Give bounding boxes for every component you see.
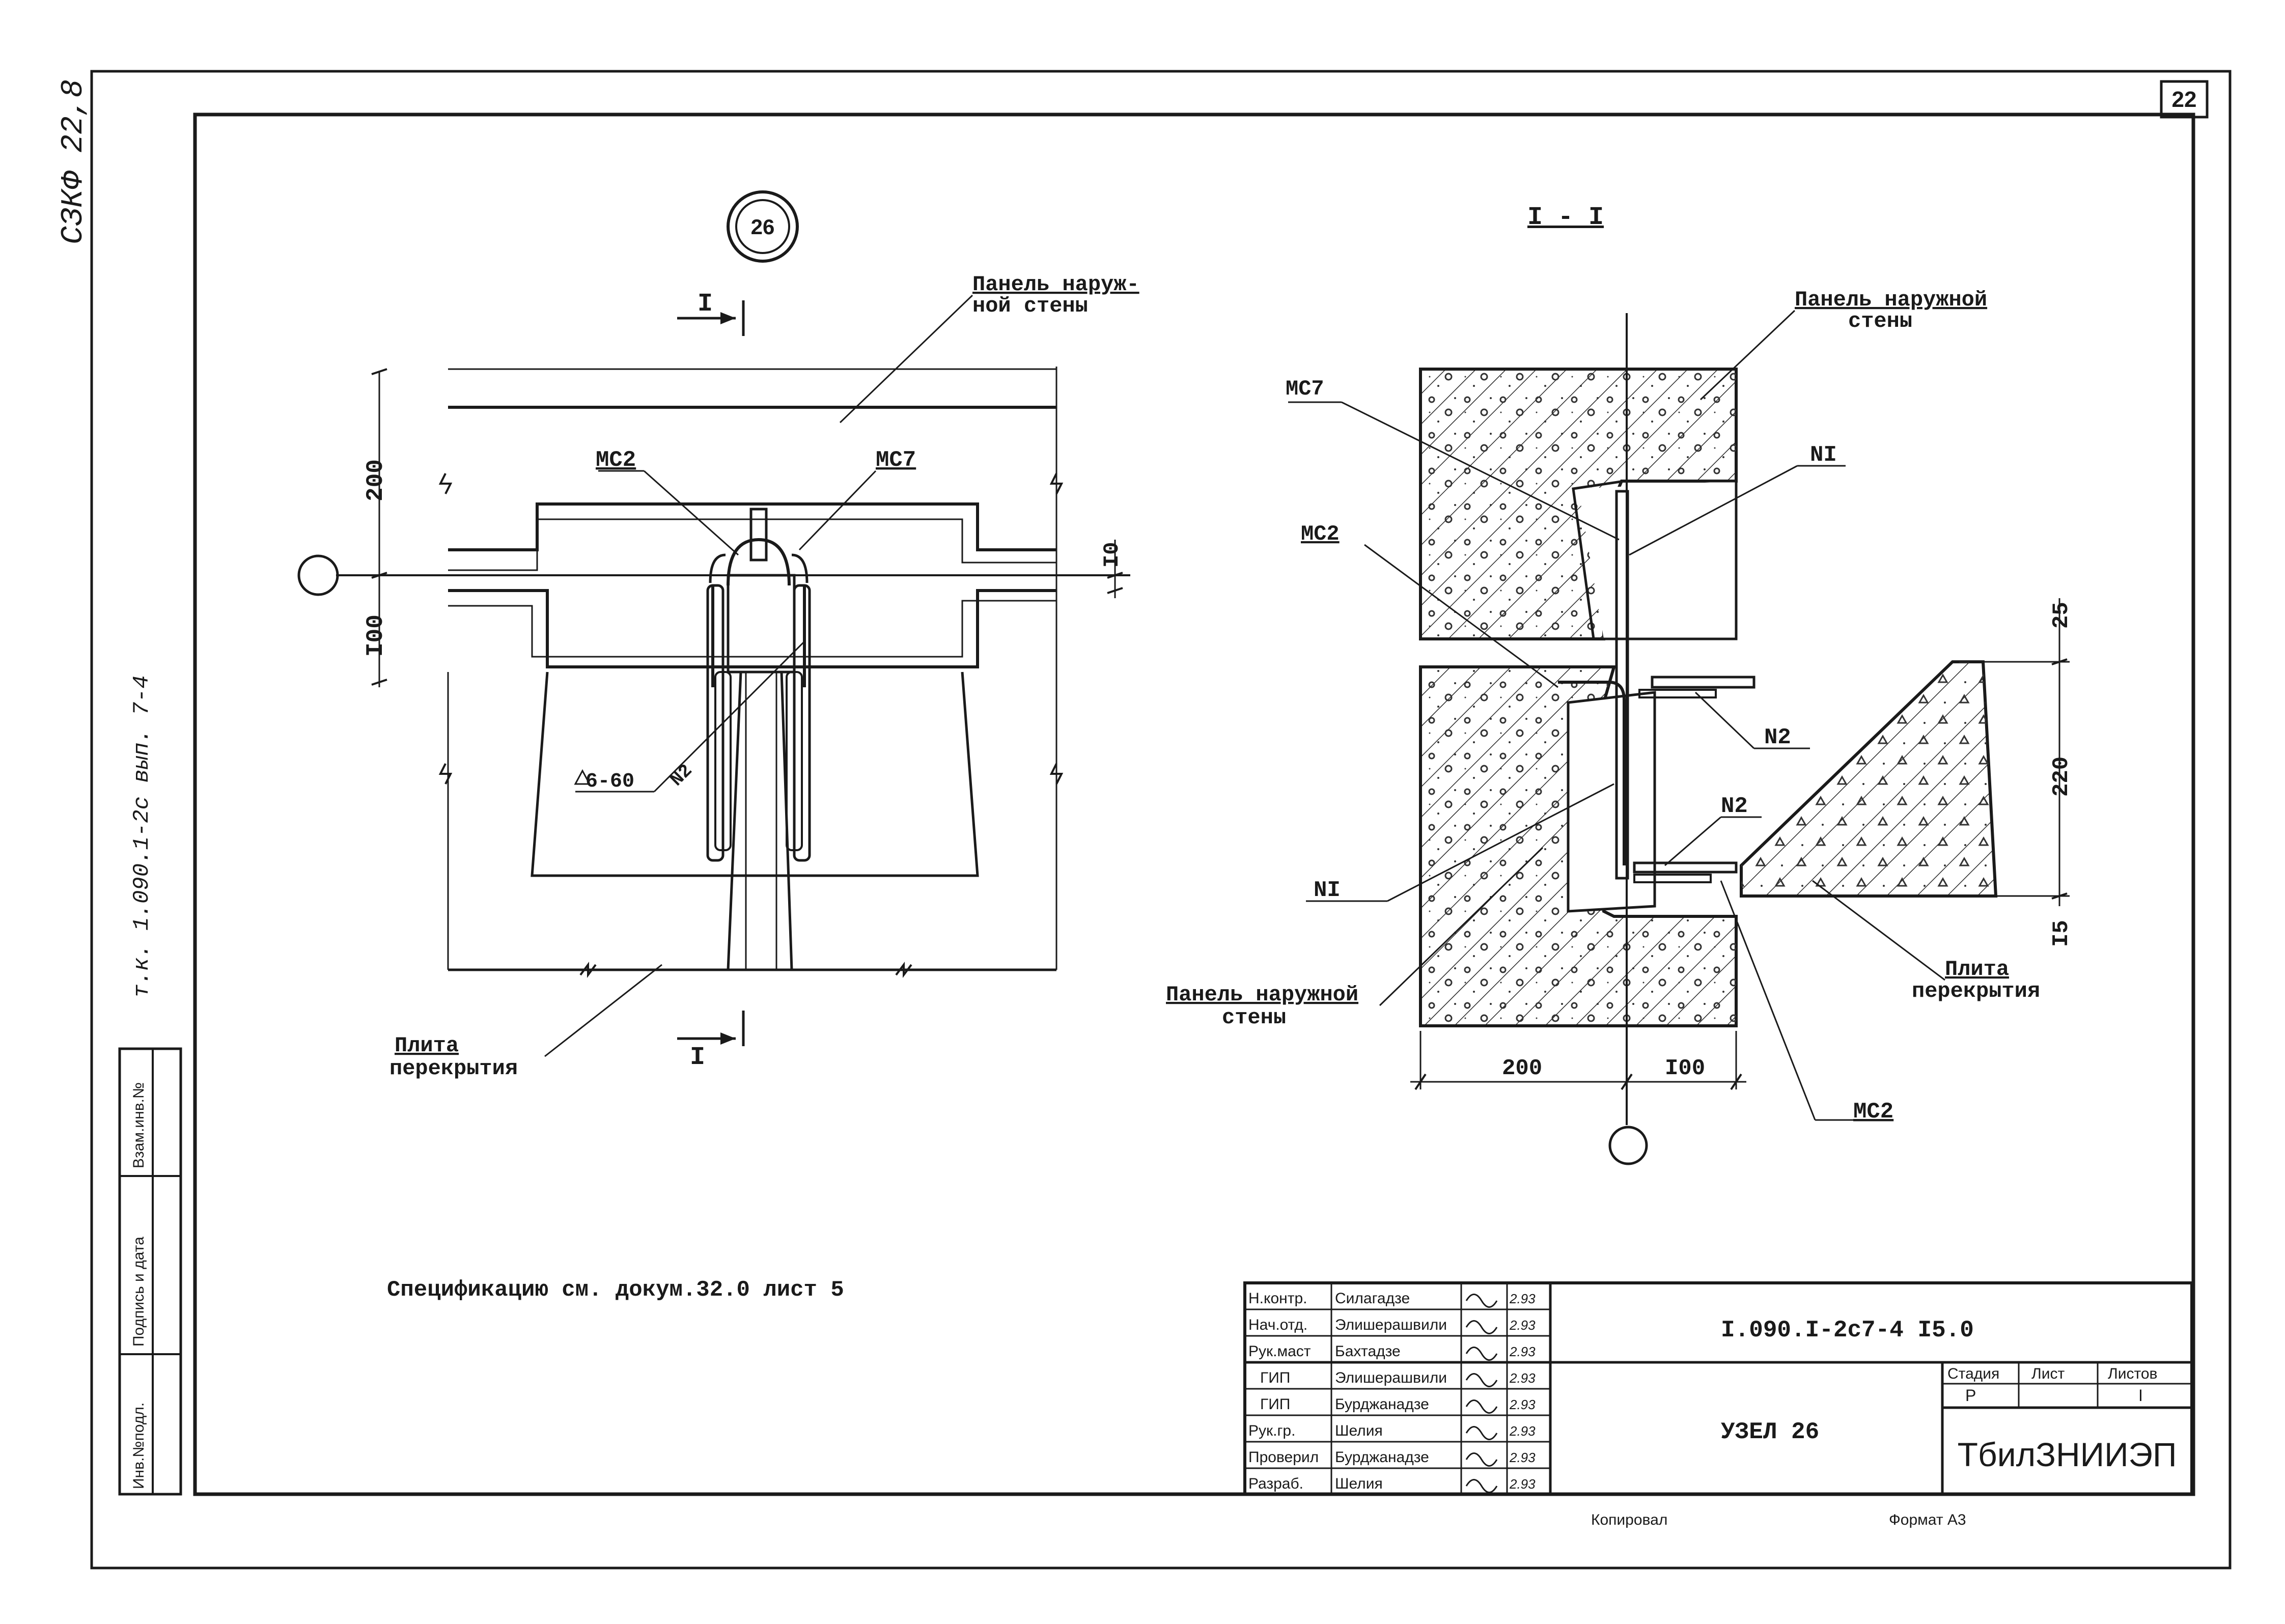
organization: ТбилЗНИИЭП: [1958, 1436, 2177, 1473]
sec-label-wall-top-1: Панель наружной: [1795, 288, 1987, 312]
plan-weld-note: 6-60: [586, 770, 634, 793]
section-mark-bottom: I: [690, 1043, 705, 1072]
title-block: Н.контр. Силагадзе 2.93 Нач.отд. Элишера…: [1243, 1281, 2193, 1496]
sheet-title: УЗЕЛ 26: [1721, 1419, 1819, 1445]
name-7: Шелия: [1335, 1475, 1383, 1492]
signature-0: [1465, 1294, 1498, 1308]
plan-dim-200: 200: [363, 459, 389, 501]
sec-label-slab-1: Плита: [1945, 957, 2009, 982]
sec-dim-15: I5: [2049, 920, 2074, 947]
stamp-inv-label: Инв.№подл.: [130, 1403, 147, 1489]
outer-frame: [90, 70, 2232, 1570]
doc-code: I.090.I-2с7-4 I5.0: [1721, 1317, 1974, 1343]
role-1: Нач.отд.: [1248, 1317, 1307, 1333]
sheets-total-value: I: [2138, 1386, 2143, 1405]
node-number: 26: [751, 215, 775, 239]
hdr-sheet: Лист: [2031, 1365, 2065, 1382]
sec-dim-200: 200: [1502, 1056, 1542, 1081]
plan-weld-ref: N2: [666, 760, 697, 791]
plan-dim-10: I0: [1100, 542, 1124, 568]
hdr-stage: Стадия: [1947, 1365, 1999, 1382]
sec-label-wall-bottom-2: стены: [1222, 1005, 1286, 1030]
role-3: ГИП: [1260, 1369, 1290, 1386]
inner-frame: [193, 113, 2195, 1496]
plan-view: 26 I I: [297, 190, 1139, 1081]
sec-label-slab-2: перекрытия: [1912, 979, 2040, 1003]
name-3: Элишерашвили: [1335, 1369, 1447, 1386]
role-2: Рук.маст: [1248, 1343, 1311, 1360]
date-4: 2.93: [1509, 1397, 1536, 1412]
signature-6: [1465, 1452, 1498, 1467]
section-mark-top: I: [698, 290, 713, 319]
name-5: Шелия: [1335, 1422, 1383, 1439]
sec-dim-220: 220: [2049, 757, 2074, 797]
hdr-sheets: Листов: [2108, 1365, 2157, 1382]
name-4: Бурджанадзе: [1335, 1396, 1429, 1413]
archive-mark: СЗКФ 22,8: [57, 79, 91, 244]
plan-dim-100: I00: [363, 614, 389, 657]
plan-label-slab-2: перекрытия: [389, 1056, 518, 1081]
side-code: т.к. 1.090.1-2с вып. 7-4: [129, 675, 155, 998]
stamp-sign-label: Подпись и дата: [130, 1237, 147, 1347]
sec-label-wall-bottom-1: Панель наружной: [1166, 983, 1358, 1007]
sec-label-mc7: МС7: [1286, 377, 1324, 401]
footer-copied: Копировал: [1591, 1511, 1667, 1528]
signature-2: [1465, 1347, 1498, 1361]
date-1: 2.93: [1509, 1318, 1536, 1333]
role-0: Н.контр.: [1248, 1290, 1307, 1307]
sec-label-n1-left: NI: [1314, 878, 1341, 903]
sec-dim-100: I00: [1665, 1056, 1705, 1081]
left-stamp: Инв.№подл. Подпись и дата Взам.инв.№: [118, 1047, 182, 1496]
section-view: I - I Панель наружной стены МС7 МС2: [1166, 203, 2074, 1165]
date-7: 2.93: [1509, 1476, 1536, 1492]
node-circle-inner: [735, 199, 790, 254]
date-3: 2.93: [1509, 1370, 1536, 1386]
date-2: 2.93: [1509, 1344, 1536, 1359]
stamp-swap-label: Взам.инв.№: [130, 1082, 147, 1168]
footer-format: Формат А3: [1889, 1511, 1966, 1528]
role-6: Проверил: [1248, 1449, 1319, 1466]
sec-label-n1-top: NI: [1810, 442, 1837, 468]
sheet-number: 22: [2172, 87, 2197, 112]
date-6: 2.93: [1509, 1450, 1536, 1465]
role-5: Рук.гр.: [1248, 1422, 1295, 1439]
signature-7: [1465, 1479, 1498, 1493]
name-6: Бурджанадзе: [1335, 1449, 1429, 1466]
spec-note: Спецификацию см. докум.32.0 лист 5: [387, 1277, 844, 1303]
stage-value: Р: [1965, 1386, 1976, 1405]
plan-label-mc2: МС2: [596, 447, 636, 473]
date-5: 2.93: [1509, 1423, 1536, 1439]
sec-label-n2-upper: N2: [1764, 725, 1791, 750]
name-0: Силагадзе: [1335, 1290, 1410, 1307]
date-0: 2.93: [1509, 1291, 1536, 1306]
signature-3: [1465, 1373, 1498, 1387]
sheet-number-box: [2160, 80, 2209, 119]
plan-label-slab-1: Плита: [395, 1033, 459, 1058]
sec-label-n2-lower: N2: [1721, 794, 1748, 819]
plan-label-wall-2: ной стены: [972, 294, 1088, 318]
signature-1: [1465, 1320, 1498, 1334]
plan-label-mc7: МС7: [876, 447, 916, 473]
section-title: I - I: [1527, 203, 1604, 232]
sec-label-wall-top-2: стены: [1848, 309, 1912, 333]
role-7: Разраб.: [1248, 1475, 1303, 1492]
plan-label-wall-1: Панель наруж-: [972, 272, 1139, 297]
name-1: Элишерашвили: [1335, 1317, 1447, 1333]
node-circle-outer: [727, 190, 799, 263]
sec-dim-25: 25: [2049, 602, 2074, 629]
sec-label-mc2-left: МС2: [1301, 522, 1340, 546]
name-2: Бахтадзе: [1335, 1343, 1401, 1360]
role-4: ГИП: [1260, 1396, 1290, 1413]
sec-label-mc2-bottom: МС2: [1853, 1099, 1893, 1125]
axis-marker-left: [297, 554, 339, 596]
signature-5: [1465, 1426, 1498, 1440]
signature-4: [1465, 1399, 1498, 1414]
axis-marker-bottom: [1608, 1126, 1648, 1165]
